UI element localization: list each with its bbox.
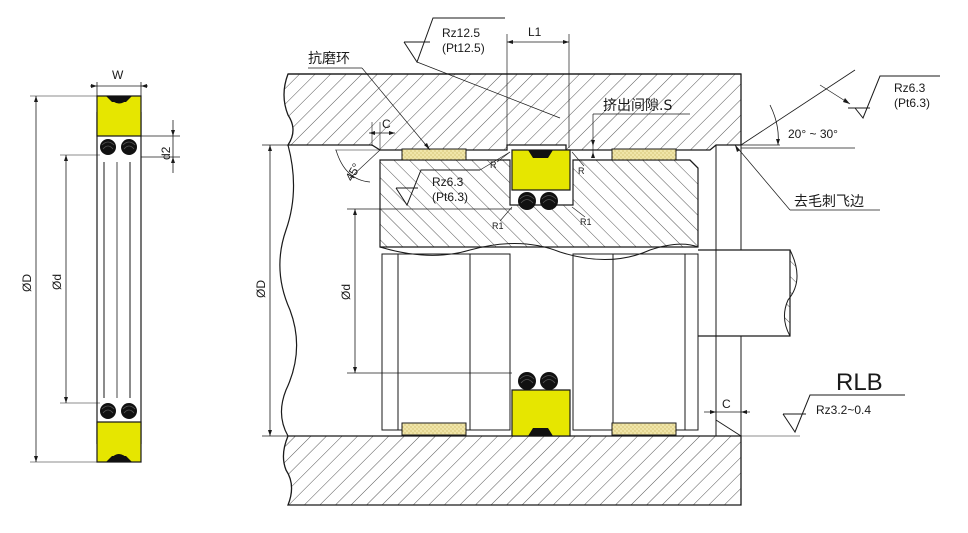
roughness-bore: Rz6.3 bbox=[894, 81, 926, 95]
roughness-surface: Rz3.2~0.4 bbox=[816, 403, 871, 417]
antiwear-ring-label: 抗磨环 bbox=[308, 51, 350, 67]
d2-label: d2 bbox=[159, 146, 173, 160]
main-inner-dia-label: Ød bbox=[339, 284, 353, 300]
roughness-chamfer: Rz6.3 bbox=[432, 175, 464, 189]
radius-label-left: R bbox=[490, 160, 497, 170]
roughness-groove: Rz12.5 bbox=[442, 26, 480, 40]
main-outer-dia-label: ØD bbox=[254, 280, 268, 298]
series-name: RLB bbox=[836, 369, 883, 396]
deburr-label: 去毛刺飞边 bbox=[794, 194, 864, 210]
fillet-label-right: R1 bbox=[580, 217, 592, 227]
cylinder-bottom-wall bbox=[282, 435, 742, 506]
roughness-bore-pt: (Pt6.3) bbox=[894, 96, 930, 110]
wear-ring-bottom-left bbox=[401, 422, 467, 436]
wear-ring-top-right bbox=[611, 148, 677, 161]
seal-bottom-profile bbox=[96, 421, 142, 463]
wear-ring-bottom-right bbox=[611, 422, 677, 436]
groove-length-label: L1 bbox=[528, 25, 542, 39]
seal-side-view: W d2 ØD Ød bbox=[20, 68, 180, 463]
seal-bottom-installed bbox=[511, 389, 571, 437]
inner-dia-label: Ød bbox=[50, 274, 64, 290]
chamfer-label-top: C bbox=[382, 117, 391, 131]
roughness-groove-pt: (Pt12.5) bbox=[442, 41, 485, 55]
width-label: W bbox=[112, 68, 124, 82]
cylinder-top-wall bbox=[283, 73, 742, 151]
roughness-chamfer-pt: (Pt6.3) bbox=[432, 190, 468, 204]
radius-label-right: R bbox=[578, 166, 585, 176]
chamfer-label-bottom: C bbox=[722, 397, 731, 411]
fillet-label-left: R1 bbox=[492, 221, 504, 231]
piston-rod bbox=[698, 249, 791, 337]
angle-range-label: 20° ~ 30° bbox=[788, 127, 838, 141]
outer-dia-label: ØD bbox=[20, 274, 34, 292]
extrusion-gap-label: 挤出间隙.S bbox=[603, 98, 672, 114]
installation-view: ØD Ød L1 Rz12.5 (Pt12.5) 抗磨环 C bbox=[254, 17, 940, 506]
wear-ring-top-left bbox=[401, 148, 467, 161]
